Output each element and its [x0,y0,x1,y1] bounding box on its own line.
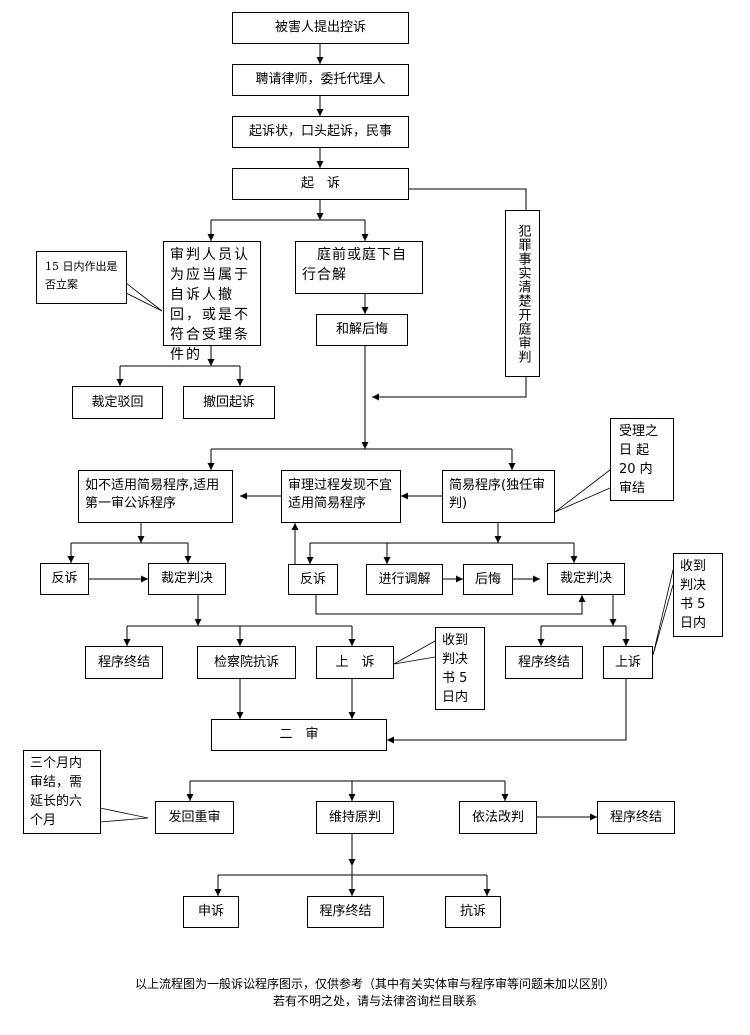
node-appeal-2: 上诉 [603,646,653,679]
node-retrial: 发回重审 [155,801,234,834]
node-counterclaim-1: 反诉 [40,563,89,595]
node-settle-regret: 和解后悔 [316,314,408,346]
node-label: 后悔 [474,571,501,587]
callout-appeal-deadline-1: 收到判决书 5 日内 [435,627,485,710]
callout-pointer-filing [125,282,163,312]
node-label: 抗诉 [459,904,486,919]
node-judgment-1: 裁定判决 [148,563,226,595]
node-ruling-reject: 裁定驳回 [72,386,163,419]
node-label: 进行调解 [378,571,431,587]
node-label: 上 诉 [335,654,375,670]
node-label: 庭前或庭下自行合解 [302,247,407,283]
callout-pointer-simple [554,469,611,513]
node-uphold: 维持原判 [316,801,394,834]
node-mediation: 进行调解 [366,564,443,595]
callout-text: 收到判决书 5 日内 [442,633,469,705]
node-revise: 依法改判 [459,801,537,834]
footnote-line-1: 以上流程图为一般诉讼程序图示，仅供参考（其中有关实体审与程序审等问题未加以区别） [134,977,615,991]
node-label: 起诉状，口头起诉，民事 [248,124,392,139]
callout-pointer-second [99,807,149,823]
node-label: 检察院抗诉 [213,654,279,670]
node-label: 程序终结 [97,654,150,670]
node-label: 发回重审 [168,809,221,825]
node-label: 起 诉 [300,176,340,191]
node-withdraw: 撤回起诉 [183,386,275,419]
node-label: 程序终结 [319,904,372,919]
callout-text: 15 日内作出是否立案 [45,260,118,291]
arrow-connector [387,679,627,744]
callout-text: 三个月内审结，需延长的六个月 [30,756,83,828]
node-label: 聘请律师，委托代理人 [255,72,386,87]
node-victim-complaint: 被害人提出控诉 [232,12,409,44]
callout-appeal-deadline-2: 收到判决书 5 日内 [673,553,723,637]
node-procuratorate-protest: 检察院抗诉 [197,646,296,679]
node-label: 二 审 [279,727,319,742]
callout-second-deadline: 三个月内审结，需延长的六个月 [23,750,101,834]
callout-simple-deadline: 受理之日 起 20 内审结 [610,418,674,501]
node-label: 反诉 [51,571,78,586]
node-label: 反诉 [299,571,326,587]
node-petition: 申诉 [183,896,239,928]
node-label: 审判人员认为应当属于自诉人撤回，或是不符合受理条件的 [170,247,250,363]
node-label: 和解后悔 [335,322,388,337]
node-second-instance: 二 审 [211,719,387,751]
node-counterclaim-2: 反诉 [288,564,338,595]
node-terminate-1: 程序终结 [85,646,163,679]
callout-pointer-appeal-1 [393,640,436,665]
node-terminate-2: 程序终结 [505,646,583,679]
node-prosecution: 起 诉 [232,168,409,200]
node-judge-review: 审判人员认为应当属于自诉人撤回，或是不符合受理条件的 [163,241,261,363]
node-terminate-4: 程序终结 [307,896,384,928]
node-appeal-1: 上 诉 [316,646,394,679]
node-unsuitable-simple: 审理过程发现不宜适用简易程序 [281,470,401,523]
node-label: 审理过程发现不宜适用简易程序 [288,478,393,511]
connector-line [409,188,527,210]
callout-pointer-appeal-2 [652,569,674,656]
node-label: 依法改判 [471,809,524,825]
node-settle: 庭前或庭下自行合解 [295,241,423,294]
node-label: 裁定驳回 [91,394,144,410]
node-label: 维持原判 [328,809,381,825]
node-label: 撤回起诉 [202,394,255,410]
node-terminate-3: 程序终结 [597,801,675,834]
callout-filing-deadline: 15 日内作出是否立案 [36,251,127,304]
node-ordinary-procedure: 如不适用简易程序,适用第一审公诉程序 [78,470,233,523]
callout-text: 收到判决书 5 日内 [680,559,707,631]
node-criminal-facts: 犯罪事实清楚开庭审判 [505,210,540,377]
footnote-line-2: 若有不明之处，请与法律咨询栏目联系 [272,994,477,1008]
callout-text: 受理之日 起 20 内审结 [619,424,659,496]
node-simple-procedure: 简易程序(独任审判) [442,470,555,523]
node-label: 申诉 [197,904,224,919]
node-label: 程序终结 [517,654,570,670]
node-protest: 抗诉 [445,896,501,928]
arrow-connector [372,377,527,401]
node-label: 犯罪事实清楚开庭审判 [515,223,531,364]
node-label: 程序终结 [609,809,662,825]
node-regret: 后悔 [463,564,513,595]
node-filing-forms: 起诉状，口头起诉，民事 [232,116,409,148]
node-label: 裁定判决 [160,571,213,586]
arrow-connector [315,595,586,615]
node-label: 上诉 [614,654,641,670]
node-label: 裁定判决 [559,571,612,586]
node-label: 简易程序(独任审判) [449,478,546,511]
node-judgment-2: 裁定判决 [547,563,625,595]
node-hire-lawyer: 聘请律师，委托代理人 [232,64,409,96]
node-label: 如不适用简易程序,适用第一审公诉程序 [85,478,220,511]
node-label: 被害人提出控诉 [274,20,366,35]
